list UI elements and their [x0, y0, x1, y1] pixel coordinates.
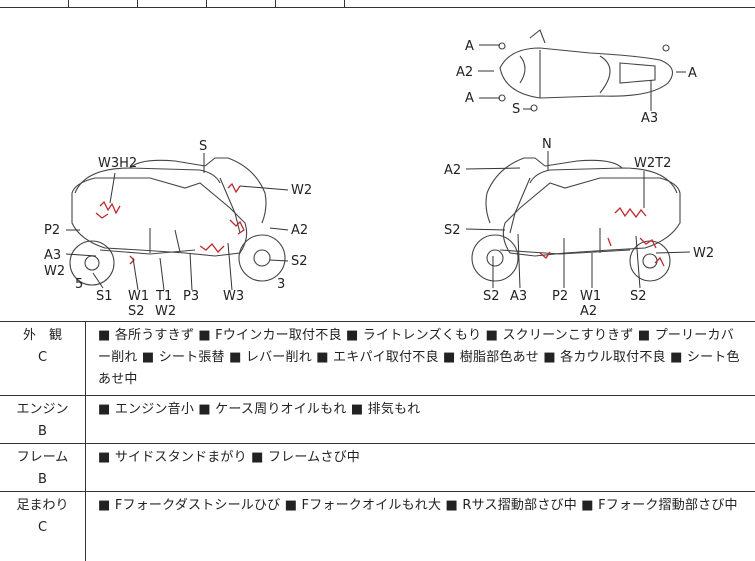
label-s2: S2: [630, 289, 647, 304]
label-w2: W2: [155, 304, 176, 319]
category-name: 外 観: [22, 328, 62, 343]
label-w2t2: W2T2: [634, 156, 671, 171]
category-name: フレーム: [16, 450, 69, 465]
category-cell: 外 観 C: [0, 322, 86, 395]
label-a: A: [688, 66, 697, 81]
label-w1: W1: [128, 289, 149, 304]
label-p3: P3: [183, 289, 199, 304]
label-a: A: [465, 91, 474, 106]
label-s2: S2: [291, 254, 308, 269]
label-p2: P2: [552, 289, 568, 304]
right-side-scooter: [471, 157, 681, 282]
condition-notes: ■ Fフォークダストシールひび ■ Fフォークオイルもれ大 ■ Rサス摺動部さび…: [98, 498, 738, 513]
header-table-strip: [0, 0, 755, 8]
category-name: エンジン: [16, 402, 69, 417]
label-a2: A2: [444, 163, 461, 178]
label-s: S: [199, 139, 207, 154]
header-divider: [275, 0, 276, 8]
left-side-damage: [95, 182, 245, 265]
label-w1: W1: [580, 289, 601, 304]
right-side-damage: [539, 206, 665, 267]
header-divider: [68, 0, 69, 8]
category-cell: フレーム B: [0, 444, 86, 491]
header-divider: [344, 0, 345, 8]
label-w2: W2: [693, 246, 714, 261]
category-grade: B: [38, 472, 47, 487]
label-a3: A3: [44, 248, 61, 263]
label-a2: A2: [291, 223, 308, 238]
label-s2: S2: [483, 289, 500, 304]
condition-notes: ■ エンジン音小 ■ ケース周りオイルもれ ■ 排気もれ: [98, 402, 421, 417]
label-s: S: [512, 102, 520, 117]
category-name: 足まわり: [16, 498, 69, 513]
category-cell: エンジン B: [0, 396, 86, 443]
label-w2: W2: [44, 264, 65, 279]
category-grade: C: [37, 520, 48, 535]
top-view-leaders: [478, 44, 686, 111]
condition-row-exterior: 外 観 C ■ 各所うすきず ■ Fウインカー取付不良 ■ ライトレンズくもり …: [0, 322, 755, 396]
motorcycle-diagram: A A2 A S A3 A: [44, 29, 714, 319]
label-a3: A3: [641, 111, 658, 126]
right-side-leaders: [465, 151, 691, 289]
label-s2: S2: [444, 223, 461, 238]
label-t1: T1: [155, 289, 172, 304]
condition-notes: ■ 各所うすきず ■ Fウインカー取付不良 ■ ライトレンズくもり ■ スクリー…: [98, 328, 740, 387]
label-w3h2: W3H2: [98, 156, 137, 171]
label-a2: A2: [456, 65, 473, 80]
condition-row-suspension: 足まわり C ■ Fフォークダストシールひび ■ Fフォークオイルもれ大 ■ R…: [0, 492, 755, 561]
damage-diagram: A A2 A S A3 A: [0, 8, 755, 322]
label-a3: A3: [510, 289, 527, 304]
label-w2: W2: [291, 183, 312, 198]
label-a: A: [465, 39, 474, 54]
left-side-leaders: [65, 153, 289, 291]
condition-row-engine: エンジン B ■ エンジン音小 ■ ケース周りオイルもれ ■ 排気もれ: [0, 396, 755, 444]
category-grade: C: [37, 350, 48, 365]
condition-row-frame: フレーム B ■ サイドスタンドまがり ■ フレームさび中: [0, 444, 755, 492]
label-w3: W3: [223, 289, 244, 304]
label-n: N: [542, 137, 552, 152]
category-cell: 足まわり C: [0, 492, 86, 561]
category-grade: B: [38, 424, 47, 439]
condition-notes: ■ サイドスタンドまがり ■ フレームさび中: [98, 450, 360, 465]
label-p2: P2: [44, 223, 60, 238]
left-side-scooter: [69, 157, 286, 286]
header-divider: [137, 0, 138, 8]
header-divider: [206, 0, 207, 8]
label-a2: A2: [580, 304, 597, 319]
label-5: 5: [75, 277, 83, 292]
top-view-scooter: [498, 29, 674, 112]
label-3: 3: [277, 277, 285, 292]
label-s2: S2: [128, 304, 145, 319]
label-s1: S1: [96, 289, 113, 304]
